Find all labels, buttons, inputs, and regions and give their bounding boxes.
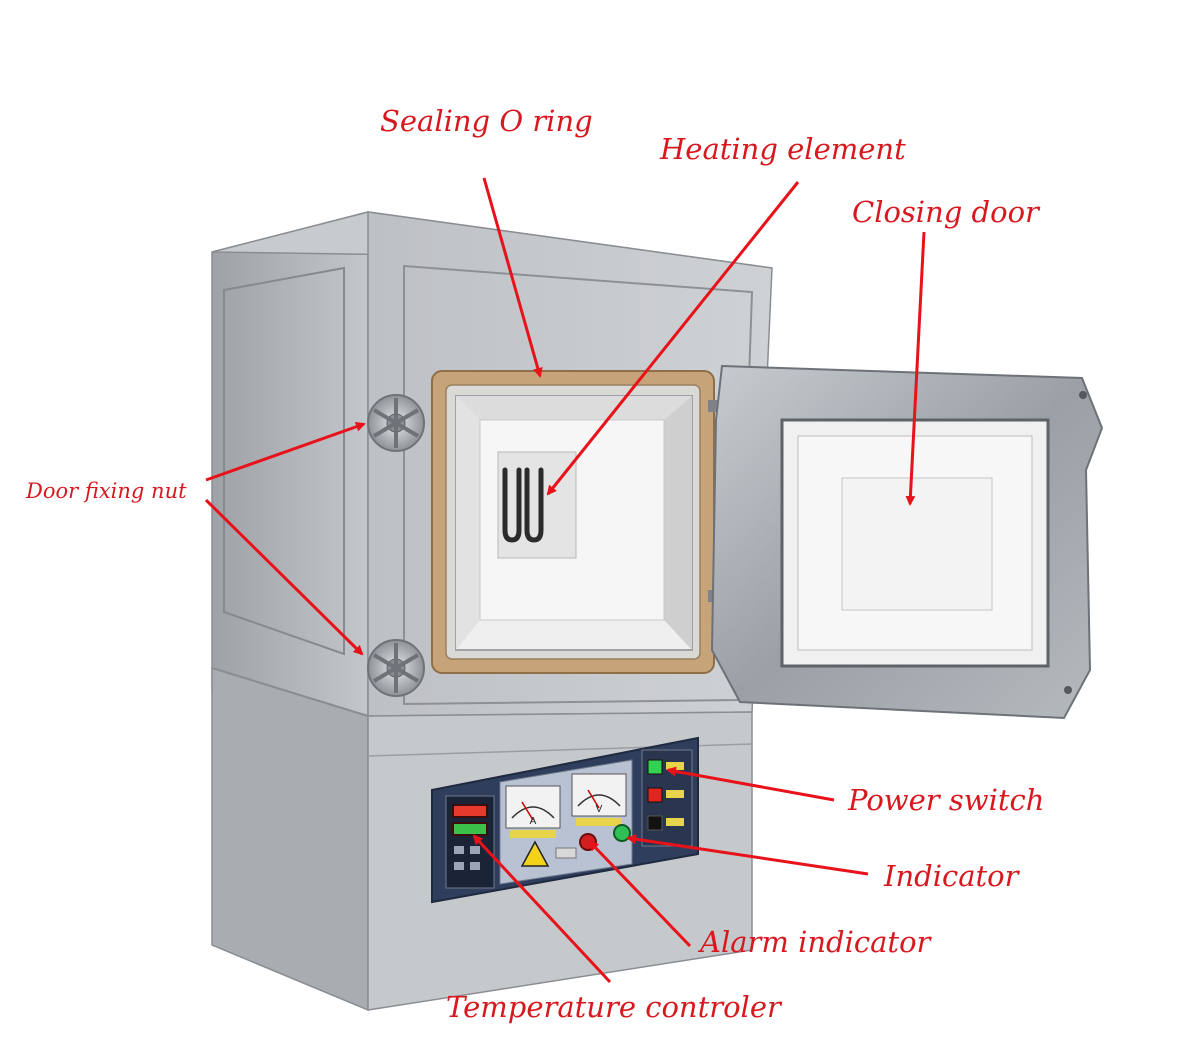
callout-arrows	[204, 177, 926, 984]
arrow-door-fixing-nut-upper	[205, 421, 366, 482]
furnace-illustration: A V	[211, 211, 1104, 1012]
power-switch-icon	[647, 787, 663, 803]
arrow-door-fixing-nut-lower	[204, 498, 364, 656]
arrow-heating-element	[546, 181, 800, 496]
arrow-closing-door	[905, 231, 926, 506]
arrow-temperature-controler	[472, 834, 612, 984]
label-closing-door: Closing door	[852, 195, 1041, 229]
ammeter-unit-label: A	[530, 816, 537, 827]
voltmeter-unit-label: V	[596, 804, 603, 815]
cabinet-lower-side	[211, 666, 369, 1012]
warning-triangle-icon	[520, 840, 550, 867]
voltmeter: V	[571, 773, 627, 817]
label-heating-element: Heating element	[659, 132, 906, 166]
label-indicator: Indicator	[883, 859, 1021, 893]
label-alarm-indicator: Alarm indicator	[697, 925, 933, 959]
arrow-power-switch	[666, 766, 835, 802]
label-sealing-o-ring: Sealing O ring	[380, 104, 593, 138]
cabinet-side-inset	[223, 266, 345, 656]
handwheel-icon	[367, 394, 425, 452]
handwheel-icon	[367, 639, 425, 697]
arrow-indicator	[626, 834, 869, 876]
callout-labels: Sealing O ring Heating element Closing d…	[25, 104, 1044, 1024]
label-power-switch: Power switch	[847, 783, 1044, 817]
label-door-fixing-nut: Door fixing nut	[25, 479, 187, 503]
indicator-light-icon	[613, 824, 631, 842]
ammeter: A	[505, 785, 561, 829]
label-temperature-controler: Temperature controler	[446, 990, 783, 1024]
arrow-sealing-o-ring	[482, 177, 543, 378]
arrow-alarm-indicator	[588, 840, 692, 948]
power-switch-icon	[647, 759, 663, 775]
heating-element	[502, 467, 544, 543]
